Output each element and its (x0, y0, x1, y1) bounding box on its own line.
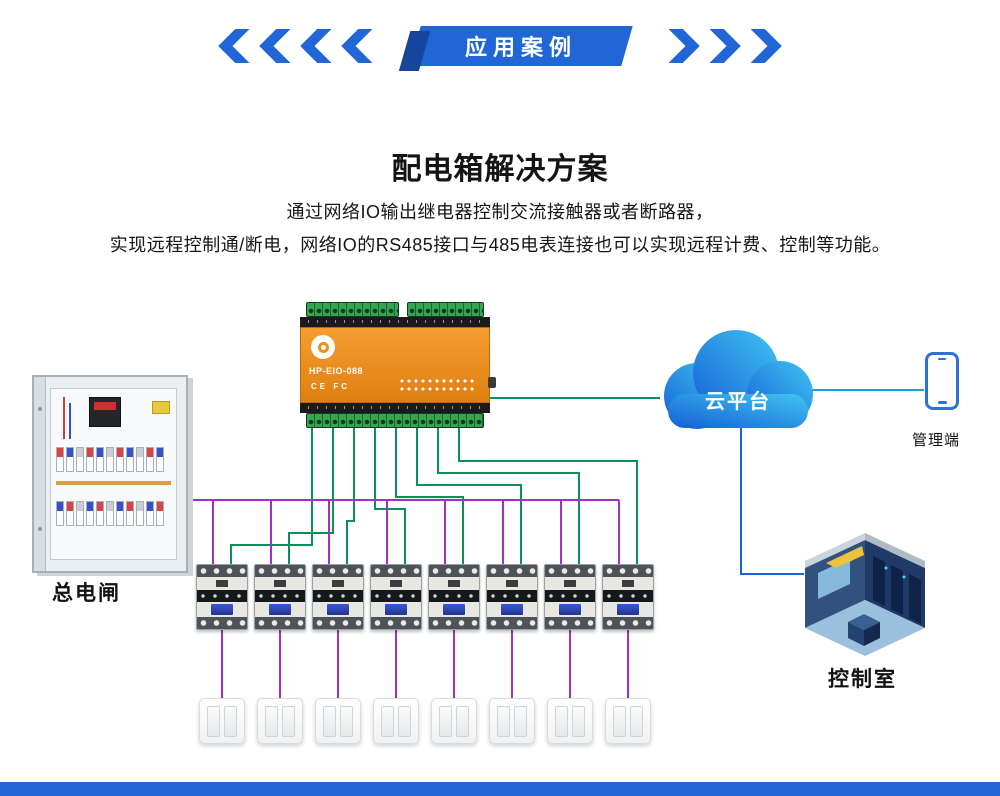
terminal-strip-bottom (306, 413, 484, 428)
chevron-left-icon (218, 29, 250, 63)
chevron-right-icon (709, 29, 741, 63)
chevron-left-icon (300, 29, 332, 63)
device-body: HP-EIO-088 CE FC (300, 327, 496, 403)
ac-contactor (196, 564, 248, 630)
banner-label: 应用案例 (464, 35, 577, 60)
wall-switch (373, 698, 419, 744)
cloud-icon: 云平台 (664, 330, 813, 429)
distribution-box (32, 375, 188, 573)
wall-switch (315, 698, 361, 744)
chevron-left-icon (259, 29, 291, 63)
banner-ribbon: 应用案例 (408, 26, 633, 66)
port-labels-bottom (300, 403, 490, 413)
port-labels-top (300, 317, 490, 327)
blue-wire (69, 403, 71, 439)
wall-switch (547, 698, 593, 744)
ac-contactor (254, 564, 306, 630)
chevrons-left (216, 29, 373, 63)
terminal-strip-top (306, 302, 484, 317)
management-label: 管理端 (912, 432, 961, 449)
ac-contactor (544, 564, 596, 630)
device-certs: CE FC (311, 382, 350, 391)
io-device: HP-EIO-088 CE FC (300, 302, 496, 428)
chevron-left-icon (341, 29, 373, 63)
blue-wires (740, 389, 924, 575)
wall-switch (199, 698, 245, 744)
section-banner: 应用案例 (0, 26, 1000, 66)
breaker-row (56, 501, 171, 526)
wall-switch (489, 698, 535, 744)
chevron-right-icon (668, 29, 700, 63)
box-inner-panel (50, 388, 177, 560)
page-title: 配电箱解决方案 (391, 153, 609, 186)
antenna-connector (488, 377, 496, 388)
cloud-label: 云平台 (705, 389, 771, 413)
red-wire (63, 397, 65, 439)
description-line-1: 通过网络IO输出继电器控制交流接触器或者断路器， (286, 202, 714, 222)
main-breaker (89, 397, 121, 427)
chevron-right-icon (750, 29, 782, 63)
terminal-block (306, 302, 399, 317)
wall-switch (257, 698, 303, 744)
box-door (34, 377, 46, 571)
breaker-row (56, 447, 171, 472)
chevrons-right (668, 29, 785, 63)
label-tag (152, 401, 170, 414)
wall-switch (605, 698, 651, 744)
terminal-block (406, 302, 484, 317)
busbar (56, 481, 171, 485)
bottom-accent-bar (0, 782, 1000, 796)
wall-switch (431, 698, 477, 744)
ac-contactor (370, 564, 422, 630)
control-room-label: 控制室 (828, 668, 897, 691)
control-room-illustration (805, 533, 925, 656)
device-logo-icon (311, 335, 335, 359)
ac-contactor (486, 564, 538, 630)
ac-contactor (312, 564, 364, 630)
description-line-2: 实现远程控制通/断电，网络IO的RS485接口与485电表连接也可以实现远程计费… (109, 235, 891, 255)
terminal-block (306, 413, 484, 428)
ac-contactor (602, 564, 654, 630)
phone-icon (925, 352, 959, 410)
device-model: HP-EIO-088 (309, 366, 364, 376)
led-indicators (399, 378, 477, 394)
ac-contactor (428, 564, 480, 630)
main-switch-label: 总电闸 (52, 582, 121, 605)
